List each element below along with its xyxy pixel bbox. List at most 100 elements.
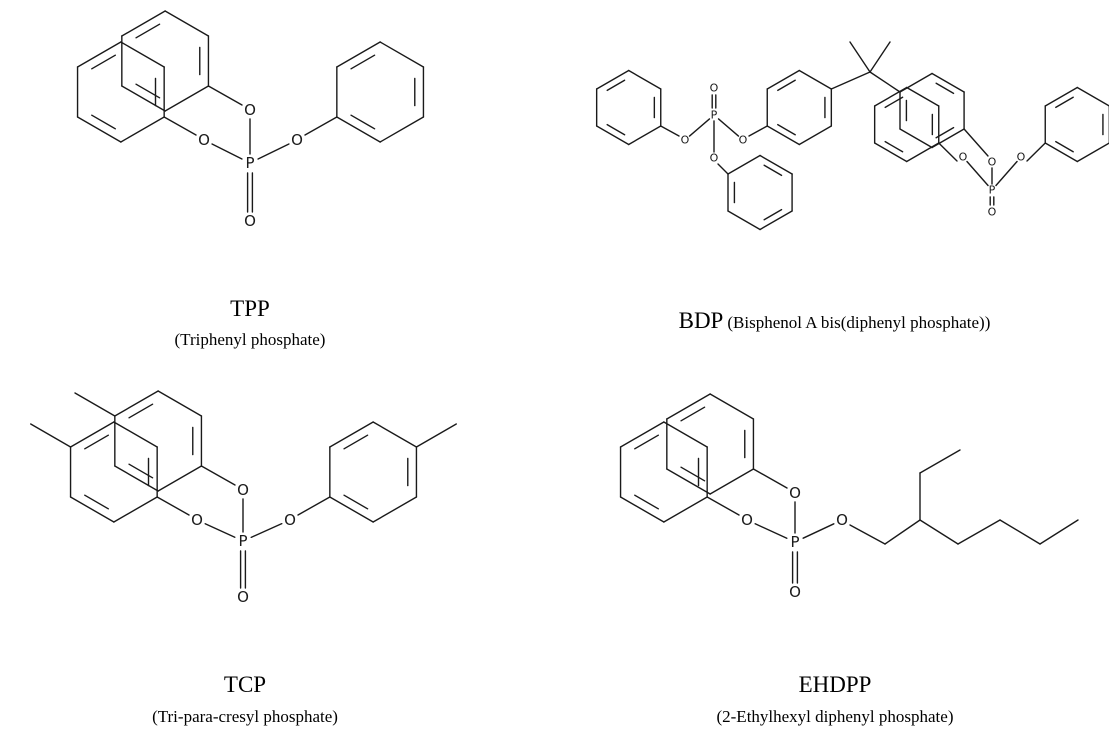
oxygen-atom: O [291, 131, 303, 149]
phosphorus-atom: P [238, 532, 247, 550]
alkyl-bond [884, 519, 921, 545]
bdp-full-name: (Bisphenol A bis(diphenyl phosphate)) [727, 313, 991, 332]
ring-bond [798, 125, 833, 146]
oxygen-atom: O [244, 212, 256, 230]
aryl-ether-bond [748, 125, 768, 137]
bdp-abbreviation: BDP [678, 308, 724, 333]
oxygen-atom: O [244, 101, 256, 119]
ring-bond [157, 465, 203, 492]
ring-bond [1044, 142, 1078, 163]
ester-bond [995, 160, 1018, 187]
ring-bond [329, 421, 374, 448]
ring-bond [663, 421, 708, 448]
ring-bond [873, 142, 908, 163]
aryl-ether-bond [156, 496, 190, 516]
ring-bond [113, 421, 158, 448]
ester-bond [204, 523, 236, 538]
ring-bond [329, 496, 374, 523]
oxygen-atom: O [988, 156, 997, 169]
tcp-full-name: (Tri-para-cresyl phosphate) [152, 707, 338, 726]
ring-bond [663, 496, 708, 523]
ring-bond [114, 465, 159, 492]
ring-double-bond [1055, 140, 1074, 153]
ring-bond [379, 41, 425, 68]
methyl-bond [869, 41, 891, 73]
ring-bond [114, 390, 159, 417]
oxygen-atom: O [988, 206, 997, 219]
ring-bond [666, 393, 711, 420]
ring-bond [121, 10, 166, 37]
phosphorus-atom: P [711, 109, 718, 122]
oxygen-atom: O [710, 152, 719, 165]
methyl-bond [849, 41, 871, 73]
ring-double-bond [634, 434, 660, 450]
phosphorus-atom: P [989, 184, 996, 197]
ring-double-bond [350, 54, 376, 70]
oxygen-atom: O [237, 481, 249, 499]
oxygen-atom: O [198, 131, 210, 149]
ester-bond [754, 523, 788, 539]
ring-bond [121, 85, 166, 112]
ring-double-bond [935, 82, 955, 95]
aryl-ether-bond [207, 85, 243, 106]
ring-bond [619, 496, 665, 523]
ring-bond [906, 142, 940, 163]
ring-bond [157, 390, 203, 417]
ester-bond [688, 118, 711, 137]
ring-double-bond [777, 79, 796, 92]
alkyl-bond [849, 524, 886, 545]
ester-bond [966, 160, 989, 187]
oxygen-atom: O [789, 484, 801, 502]
ring-double-bond [91, 114, 117, 130]
aryl-ether-bond [717, 163, 729, 175]
ring-bond [873, 86, 908, 107]
ring-bond [931, 72, 965, 93]
ring-bond [1076, 86, 1109, 107]
ring-bond [798, 69, 833, 90]
ring-bond [709, 468, 755, 495]
ring-bond [666, 468, 711, 495]
ring-bond [709, 393, 755, 420]
ring-double-bond [777, 123, 796, 136]
aryl-ether-bond [1026, 142, 1046, 162]
ring-bond [69, 496, 115, 523]
ring-bond [619, 421, 665, 448]
aryl-ether-bond [706, 496, 740, 516]
aryl-ether-bond [660, 125, 680, 137]
ring-double-bond [343, 434, 369, 450]
oxygen-atom: O [681, 134, 690, 147]
ester-bond [250, 522, 283, 539]
ring-bond [759, 154, 793, 175]
alkyl-bond [919, 519, 959, 545]
ring-double-bond [680, 406, 706, 422]
aryl-ether-bond [304, 116, 338, 136]
ring-bond [69, 421, 115, 448]
ring-bond [1076, 142, 1109, 163]
ring-bond [113, 496, 158, 523]
ring-double-bond [634, 494, 660, 510]
ring-bond [766, 69, 800, 90]
ring-double-bond [350, 114, 376, 130]
ring-bond [759, 210, 793, 231]
methyl-bond [74, 392, 116, 417]
oxygen-atom: O [741, 511, 753, 529]
ring-bond [906, 86, 940, 107]
phosphorus-atom: P [245, 154, 254, 172]
isopropylidene-bond [830, 71, 871, 90]
ring-double-bond [763, 164, 783, 177]
ring-bond [164, 10, 210, 37]
ring-double-bond [128, 403, 154, 419]
ring-bond [76, 41, 122, 68]
ring-double-bond [606, 123, 626, 136]
oxygen-atom: O [191, 511, 203, 529]
oxygen-atom: O [284, 511, 296, 529]
ring-double-bond [343, 494, 369, 510]
oxygen-atom: O [237, 588, 249, 606]
oxygen-atom: O [739, 134, 748, 147]
ester-bond [802, 523, 835, 539]
oxygen-atom: O [710, 82, 719, 95]
tpp-full-name: (Triphenyl phosphate) [174, 330, 326, 349]
oxygen-atom: O [959, 151, 968, 164]
tcp-abbreviation: TCP [223, 672, 267, 697]
ring-bond [372, 421, 418, 448]
